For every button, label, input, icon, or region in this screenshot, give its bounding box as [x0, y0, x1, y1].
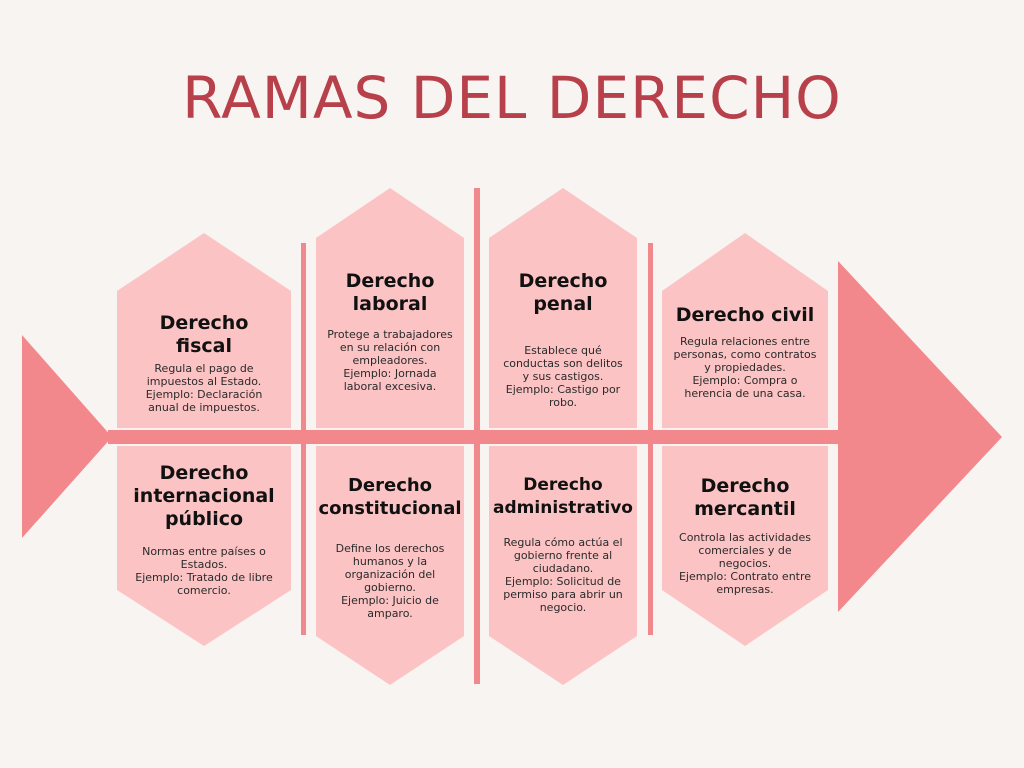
branch-card-administrativo: Derecho administrativo Regula cómo actúa… — [491, 474, 635, 614]
bone-2 — [474, 188, 480, 684]
branch-title: Derecho fiscal — [159, 312, 249, 357]
branch-card-fiscal: Derecho fiscal Regula el pago de impuest… — [130, 312, 278, 414]
branch-description: Controla las actividades comerciales y d… — [678, 531, 812, 596]
branch-title: Derecho administrativo — [493, 475, 633, 518]
branch-title: Derecho civil — [675, 304, 815, 326]
branch-description: Regula el pago de impuestos al Estado. E… — [145, 362, 263, 414]
card-shape-penal — [489, 188, 637, 428]
branch-card-penal: Derecho penal Establece qué conductas so… — [499, 270, 627, 409]
branch-description: Define los derechos humanos y la organiz… — [335, 542, 445, 620]
card-shape-administrativo — [489, 446, 637, 685]
branch-title: Derecho penal — [518, 270, 608, 315]
branch-description: Regula cómo actúa el gobierno frente al … — [503, 536, 623, 614]
branch-title: Derecho laboral — [345, 270, 435, 315]
card-shape-civil — [662, 233, 828, 428]
branch-description: Regula relaciones entre personas, como c… — [673, 335, 817, 400]
bone-1 — [301, 243, 306, 635]
branch-card-laboral: Derecho laboral Protege a trabajadores e… — [326, 270, 454, 393]
branch-description: Establece qué conductas son delitos y su… — [503, 344, 623, 409]
card-shape-mercantil — [662, 446, 828, 646]
page-title: RAMAS DEL DERECHO — [182, 64, 842, 132]
branch-description: Protege a trabajadores en su relación co… — [327, 328, 453, 393]
branch-card-civil: Derecho civil Regula relaciones entre pe… — [664, 304, 826, 400]
branch-title: Derecho mercantil — [694, 475, 796, 520]
card-shape-constitucional — [316, 446, 464, 685]
branch-description: Normas entre países o Estados. Ejemplo: … — [135, 545, 273, 597]
fish-tail — [22, 335, 112, 538]
card-shape-fiscal — [117, 233, 291, 428]
branch-title: Derecho constitucional — [318, 475, 462, 519]
branch-title: Derecho internacional público — [133, 462, 275, 530]
branch-card-constitucional: Derecho constitucional Define los derech… — [318, 474, 462, 620]
card-shape-internacional — [117, 446, 291, 646]
fish-head — [838, 261, 1002, 612]
card-shape-laboral — [316, 188, 464, 428]
branch-card-internacional: Derecho internacional público Normas ent… — [122, 462, 286, 597]
branch-card-mercantil: Derecho mercantil Controla las actividad… — [668, 475, 822, 596]
bone-3 — [648, 243, 653, 635]
